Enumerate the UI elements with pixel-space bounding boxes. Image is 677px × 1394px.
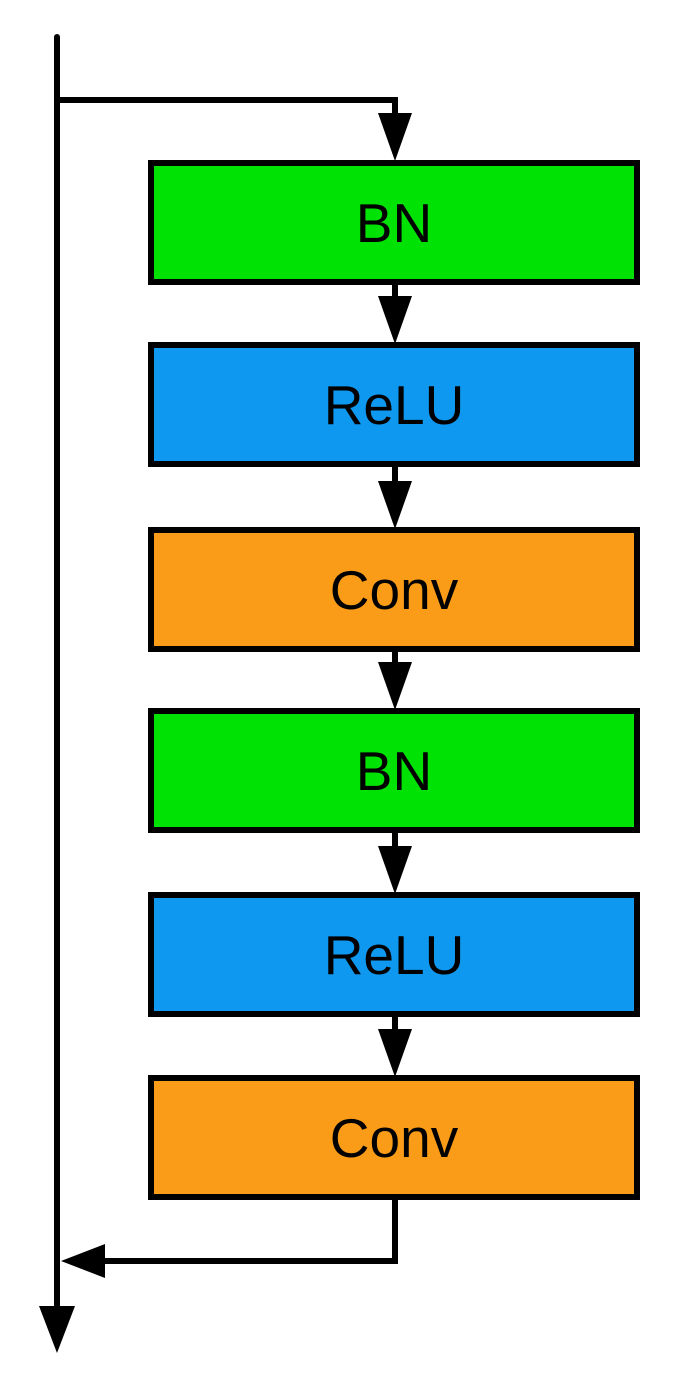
block-conv-2-label: Conv xyxy=(330,1107,459,1169)
block-relu-2-label: ReLU xyxy=(324,924,465,986)
block-bn-1-label: BN xyxy=(356,192,432,254)
block-bn-2: BN xyxy=(148,708,640,833)
block-bn-1-rect xyxy=(148,160,640,285)
arrow-down-icon xyxy=(378,296,412,344)
arrow-left-icon xyxy=(61,1244,105,1278)
arrow-down-icon xyxy=(39,1306,75,1353)
block-conv-2-rect xyxy=(148,1075,640,1200)
flow-arrow-3 xyxy=(378,652,412,710)
block-relu-1: ReLU xyxy=(148,342,640,467)
block-conv-1-label: Conv xyxy=(330,559,459,621)
block-relu-2: ReLU xyxy=(148,892,640,1017)
flow-arrow-5 xyxy=(378,1017,412,1077)
flow-arrow-1 xyxy=(378,285,412,344)
arrow-down-icon xyxy=(378,1029,412,1077)
block-bn-2-rect xyxy=(148,708,640,833)
arrow-down-icon xyxy=(378,846,412,894)
flow-arrow-2 xyxy=(378,467,412,529)
arrow-down-icon xyxy=(378,113,412,161)
block-relu-2-rect xyxy=(148,892,640,1017)
arrow-down-icon xyxy=(378,662,412,710)
block-relu-1-rect xyxy=(148,342,640,467)
input-branch-line xyxy=(57,97,398,115)
block-conv-1: Conv xyxy=(148,527,640,652)
block-bn-2-label: BN xyxy=(356,740,432,802)
output-branch-line xyxy=(103,1200,398,1264)
block-relu-1-label: ReLU xyxy=(324,374,465,436)
block-conv-2: Conv xyxy=(148,1075,640,1200)
block-conv-1-rect xyxy=(148,527,640,652)
arrow-down-icon xyxy=(378,481,412,529)
block-bn-1: BN xyxy=(148,160,640,285)
flow-arrow-4 xyxy=(378,833,412,894)
